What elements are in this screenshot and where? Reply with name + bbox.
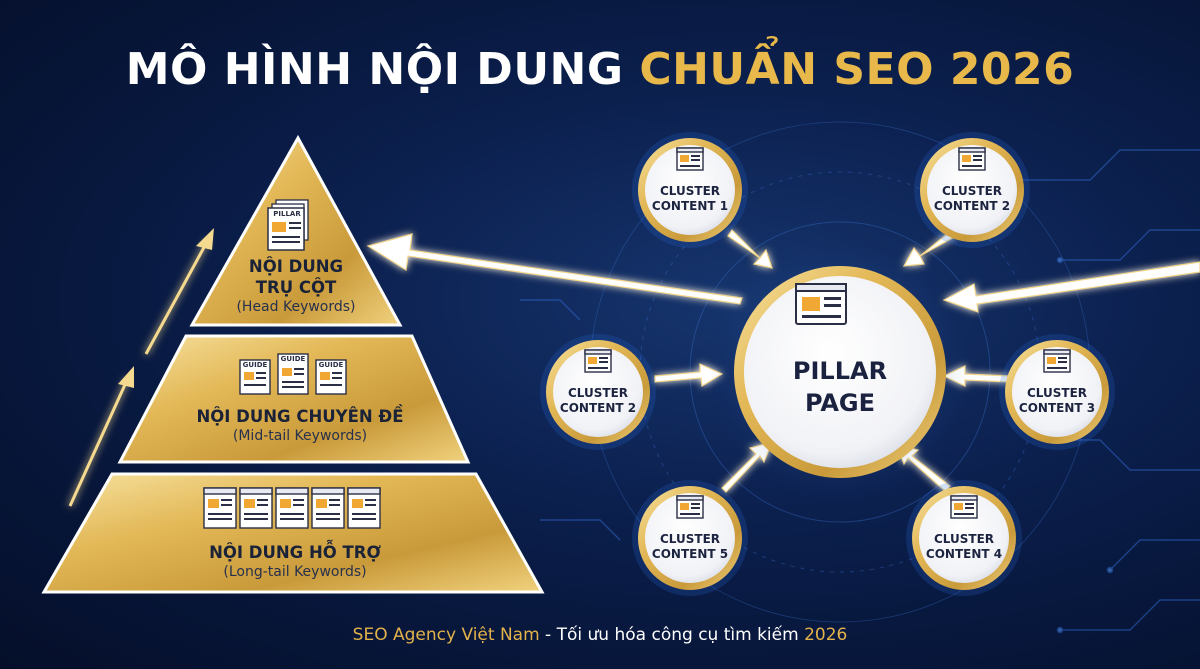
cluster-browser-icon [950,495,978,519]
cluster-text-1: CLUSTER CONTENT 1 [638,184,742,214]
cluster-1-line2: CONTENT 1 [651,199,729,213]
footer-brand: SEO Agency Việt Nam [352,625,540,645]
cluster-node-1 [632,132,748,248]
pillar-page-node [744,276,936,468]
cluster-5-line2: CONTENT 5 [651,547,729,561]
cluster-browser-icon [676,495,704,519]
cluster-browser-icon [584,349,612,373]
cluster-node-5 [632,480,748,596]
cluster-node-2 [914,132,1030,248]
pyramid-top-keywords: (Head Keywords) [236,299,356,315]
footer: SEO Agency Việt Nam - Tối ưu hóa công cụ… [0,625,1200,645]
cluster-nodes [540,132,1115,596]
pillar-page-label: PILLAR PAGE [770,355,910,419]
pyramid-middle-line1: NỘI DUNG CHUYÊN ĐỀ [196,407,404,426]
growth-arrows [68,239,210,507]
cluster-2-line1: CLUSTER [941,184,1003,198]
guide-label-1: GUIDE [242,361,268,369]
cluster-node-6 [906,480,1022,596]
cluster-3-line1: CLUSTER [567,386,629,400]
pillar-line2: PAGE [804,389,876,417]
pyramid-bottom-keywords: (Long-tail Keywords) [223,564,367,580]
cluster-node-3 [540,334,656,450]
pyramid-top-label: NỘI DUNG TRỤ CỘT (Head Keywords) [206,256,386,317]
pyramid-middle-label: NỘI DUNG CHUYÊN ĐỀ (Mid-tail Keywords) [180,406,420,446]
growth-arrow-head-top [196,228,214,250]
page-title: MÔ HÌNH NỘI DUNG CHUẨN SEO 2026 [0,44,1200,95]
pillar-icon-label: PILLAR [273,210,301,218]
arrow-to-pillar-content [366,233,743,305]
cluster-6-line2: CONTENT 4 [925,547,1003,561]
footer-tagline: Tối ưu hóa công cụ tìm kiếm [556,625,805,645]
footer-year: 2026 [804,625,848,645]
pyramid-top-line2: TRỤ CỘT [255,278,337,297]
pillar-line1: PILLAR [792,357,888,385]
cluster-text-2: CLUSTER CONTENT 2 [920,184,1024,214]
cluster-text-6: CLUSTER CONTENT 4 [912,532,1016,562]
support-docs-icon [203,487,381,529]
cluster-text-4: CLUSTER CONTENT 3 [1005,386,1109,416]
cluster-4-line2: CONTENT 3 [1018,401,1096,415]
support-doc-1 [203,487,237,529]
cluster-browser-icon [1043,349,1071,373]
arrow-cluster-2-right [902,229,957,267]
cluster-5-line1: CLUSTER [659,532,721,546]
cluster-3-line2: CONTENT 2 [559,401,637,415]
pyramid [41,134,545,594]
growth-arrow-head-bottom [118,366,134,388]
cluster-2-line2: CONTENT 2 [933,199,1011,213]
pillar-browser-icon [795,283,847,325]
support-doc-2 [239,487,273,529]
cluster-text-3: CLUSTER CONTENT 2 [546,386,650,416]
cluster-text-5: CLUSTER CONTENT 5 [638,532,742,562]
cluster-browser-icon [958,147,986,171]
cluster-4-line1: CLUSTER [1026,386,1088,400]
guide-label-2: GUIDE [280,355,306,363]
pyramid-bottom-label: NỘI DUNG HỖ TRỢ (Long-tail Keywords) [170,542,420,582]
guide-label-3: GUIDE [318,361,344,369]
support-doc-5 [347,487,381,529]
title-gold: CHUẨN SEO 2026 [639,44,1075,95]
cluster-browser-icon [676,147,704,171]
footer-sep: - [539,625,557,645]
pyramid-tier-middle [117,334,471,464]
arrow-cluster-1 [727,229,773,269]
cluster-1-line1: CLUSTER [659,184,721,198]
cluster-node-4 [999,334,1115,450]
guide-docs-icon [239,353,347,395]
pyramid-bottom-line1: NỘI DUNG HỖ TRỢ [209,543,381,562]
support-doc-4 [311,487,345,529]
cluster-6-line1: CLUSTER [933,532,995,546]
pyramid-top-line1: NỘI DUNG [248,257,344,276]
pyramid-tier-bottom [41,472,545,594]
pillar-doc-icon [267,199,309,251]
arrow-right-edge [942,261,1200,313]
support-doc-3 [275,487,309,529]
pyramid-middle-keywords: (Mid-tail Keywords) [232,428,368,444]
title-white: MÔ HÌNH NỘI DUNG [125,44,640,95]
